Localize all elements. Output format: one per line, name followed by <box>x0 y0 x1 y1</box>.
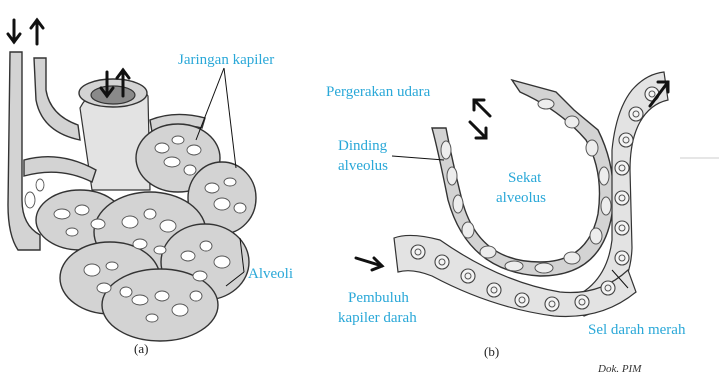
label-alveolus-wall-line2: alveolus <box>338 158 388 174</box>
vessel-branch-1 <box>24 157 96 182</box>
label-alveoli: Alveoli <box>248 266 293 282</box>
caption-a: (a) <box>134 341 148 356</box>
alveolus-cross-section: Pergerakan udara Dinding alveolus Sekat … <box>326 72 686 359</box>
source-credit: Dok. PIM <box>597 363 642 375</box>
alveoli-cluster-illustration: Jaringan kapiler Alveoli (a) <box>8 20 293 356</box>
label-septum-line1: Sekat <box>508 170 542 186</box>
label-septum-line2: alveolus <box>496 190 546 206</box>
pointer-line <box>392 156 444 160</box>
caption-b: (b) <box>484 344 499 359</box>
single-arrow-icon <box>356 258 382 270</box>
label-capillary-network: Jaringan kapiler <box>178 52 274 68</box>
label-alveolus-wall-line1: Dinding <box>338 138 388 154</box>
pointer-line <box>224 68 236 168</box>
double-arrow-icon <box>8 20 43 44</box>
blood-vessel-upper <box>34 58 80 140</box>
label-capillary-line1: Pembuluh <box>348 290 409 306</box>
capillary-right <box>560 72 668 316</box>
label-capillary-line2: kapiler darah <box>338 310 417 326</box>
label-air-movement: Pergerakan udara <box>326 84 431 100</box>
label-red-blood-cell: Sel darah merah <box>588 322 686 338</box>
air-movement-arrows-icon <box>470 100 490 138</box>
pointer-line <box>196 68 224 140</box>
